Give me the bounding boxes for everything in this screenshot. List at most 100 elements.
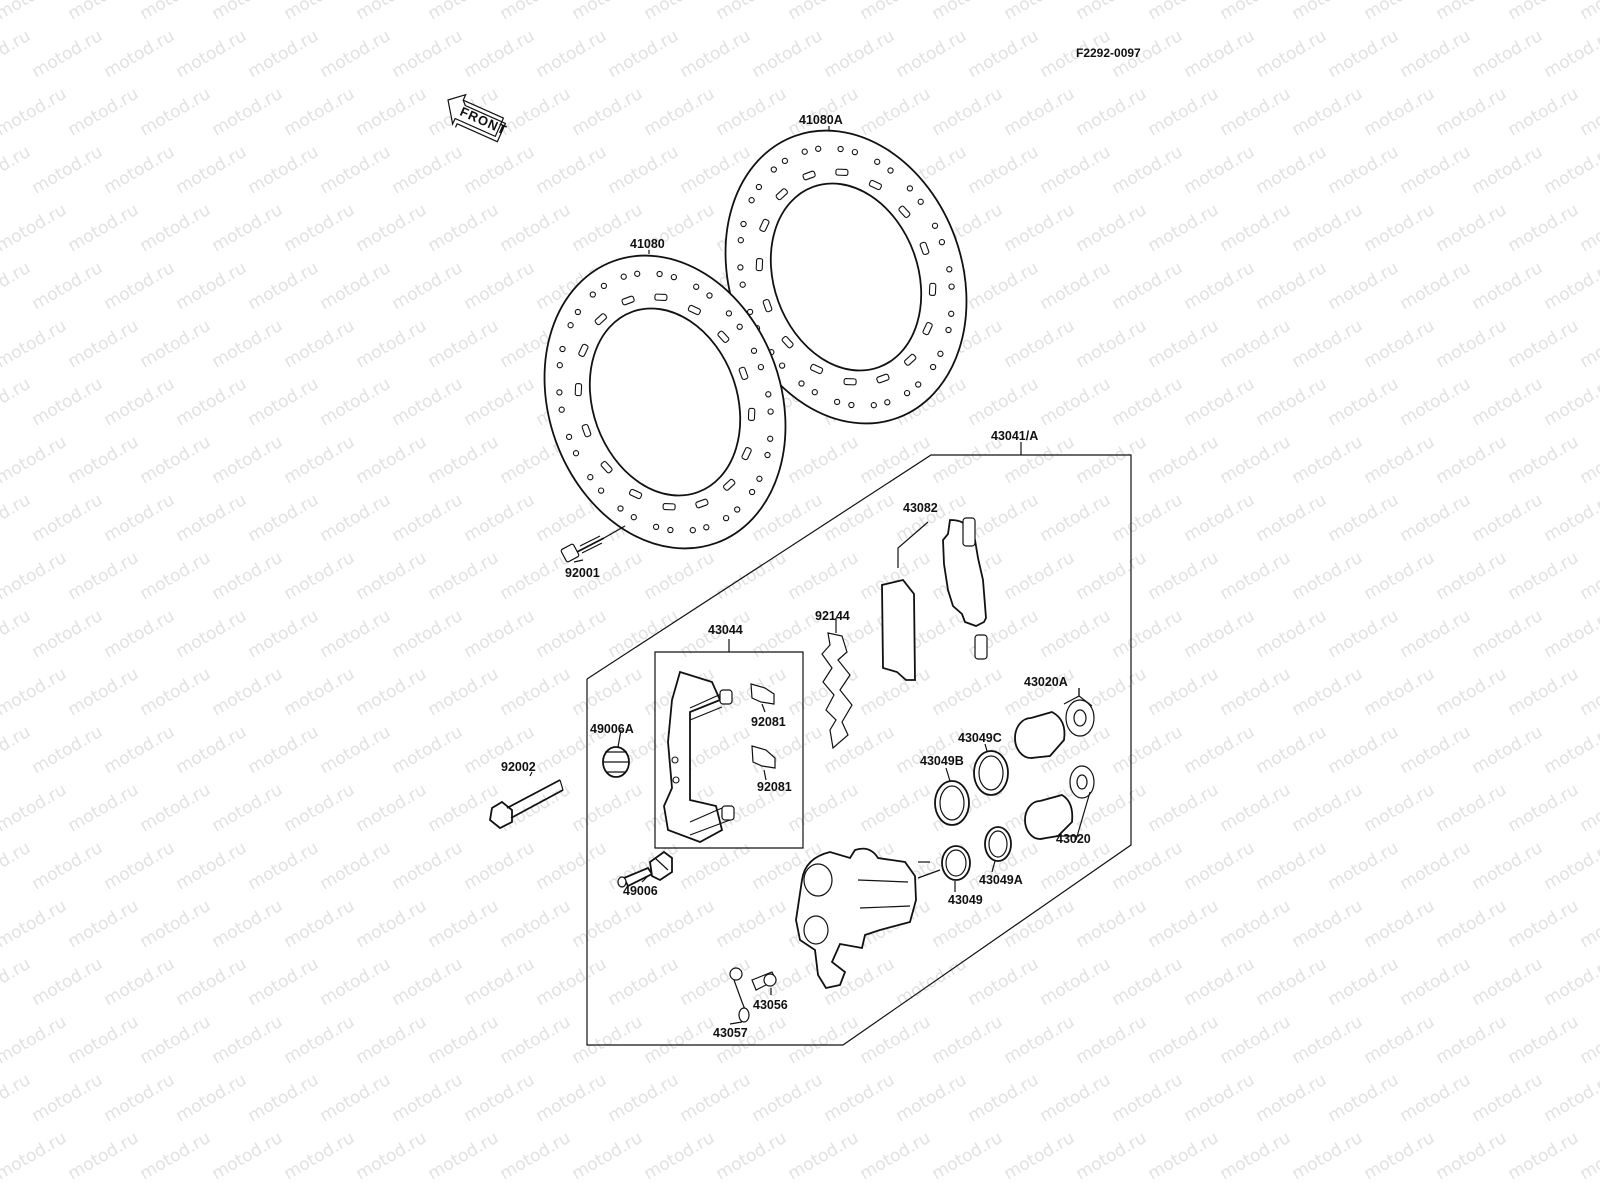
watermark-text: motod.ru — [1253, 722, 1331, 778]
watermark-text: motod.ru — [1145, 316, 1223, 372]
watermark-text: motod.ru — [1109, 1070, 1187, 1126]
watermark-text: motod.ru — [101, 490, 179, 546]
pad-clip-92081-lower — [751, 745, 776, 769]
callout-41080: 41080 — [630, 237, 665, 251]
watermark-text: motod.ru — [1541, 490, 1600, 546]
watermark-text: motod.ru — [1217, 84, 1295, 140]
watermark-text: motod.ru — [461, 258, 539, 314]
watermark-text: motod.ru — [1325, 490, 1403, 546]
watermark-text: motod.ru — [1181, 374, 1259, 430]
watermark-text: motod.ru — [857, 664, 935, 720]
disc-slot — [600, 461, 613, 474]
disc-hole — [556, 389, 563, 396]
watermark-text: motod.ru — [173, 142, 251, 198]
callout-92001: 92001 — [565, 566, 600, 580]
watermark-text: motod.ru — [317, 838, 395, 894]
callout-43020A: 43020A — [1024, 675, 1068, 689]
disc-slot — [654, 293, 668, 302]
watermark-text: motod.ru — [65, 1012, 143, 1068]
disc-hole — [798, 380, 805, 387]
watermark-text: motod.ru — [461, 374, 539, 430]
disc-hole — [948, 310, 955, 317]
watermark-text: motod.ru — [461, 490, 539, 546]
watermark-text: motod.ru — [353, 664, 431, 720]
disc-hole — [565, 433, 573, 441]
watermark-text: motod.ru — [1505, 200, 1583, 256]
disc-hole — [767, 435, 774, 442]
disc-slot — [928, 282, 937, 296]
disc-hole — [689, 527, 696, 534]
watermark-text: motod.ru — [29, 26, 107, 82]
watermark-text: motod.ru — [1541, 1070, 1600, 1126]
watermark-text: motod.ru — [65, 0, 143, 24]
watermark-text: motod.ru — [173, 954, 251, 1010]
watermark-text: motod.ru — [1505, 1012, 1583, 1068]
watermark-text: motod.ru — [461, 606, 539, 662]
disc-hole — [767, 408, 774, 415]
disc-hole — [874, 158, 881, 165]
watermark-text: motod.ru — [1361, 896, 1439, 952]
slide-pin-49006 — [617, 850, 673, 888]
watermark-text: motod.ru — [1577, 316, 1600, 372]
watermark-text: motod.ru — [1469, 606, 1547, 662]
watermark-text: motod.ru — [1505, 1128, 1583, 1184]
disc-slot — [755, 258, 764, 272]
disc-hole — [600, 282, 608, 290]
watermark-text: motod.ru — [281, 200, 359, 256]
callout-92081-upper: 92081 — [751, 715, 786, 729]
watermark-text: motod.ru — [29, 954, 107, 1010]
watermark-text: motod.ru — [0, 896, 70, 952]
watermark-text: motod.ru — [1253, 490, 1331, 546]
watermark-text: motod.ru — [713, 896, 791, 952]
watermark-text: motod.ru — [1181, 142, 1259, 198]
watermark-text: motod.ru — [0, 374, 34, 430]
watermark-text: motod.ru — [605, 954, 683, 1010]
watermark-text: motod.ru — [173, 490, 251, 546]
watermark-text: motod.ru — [1181, 26, 1259, 82]
watermark-text: motod.ru — [1325, 374, 1403, 430]
disc-hole — [945, 326, 952, 334]
disc-hole — [670, 273, 678, 281]
watermark-text: motod.ru — [1325, 258, 1403, 314]
watermark-text: motod.ru — [1469, 142, 1547, 198]
watermark-text: motod.ru — [1397, 838, 1475, 894]
watermark-text: motod.ru — [569, 1012, 647, 1068]
watermark-text: motod.ru — [245, 606, 323, 662]
watermark-text: motod.ru — [641, 548, 719, 604]
watermark-text: motod.ru — [1433, 1128, 1511, 1184]
watermark-text: motod.ru — [1577, 200, 1600, 256]
watermark-text: motod.ru — [1325, 606, 1403, 662]
disc-slot — [741, 447, 752, 461]
disc-slot — [781, 336, 794, 349]
callout-43020: 43020 — [1056, 832, 1091, 846]
watermark-text: motod.ru — [29, 1070, 107, 1126]
watermark-text: motod.ru — [1181, 722, 1259, 778]
watermark-text: motod.ru — [425, 316, 503, 372]
watermark-text: motod.ru — [1469, 374, 1547, 430]
disc-hole — [587, 474, 594, 481]
watermark-text: motod.ru — [1001, 548, 1079, 604]
watermark-text: motod.ru — [1073, 1128, 1151, 1184]
disc-hole — [778, 362, 786, 369]
watermark-text: motod.ru — [1145, 896, 1223, 952]
watermark-text: motod.ru — [101, 954, 179, 1010]
watermark-text: motod.ru — [317, 490, 395, 546]
disc-hole — [634, 270, 641, 277]
disc-slot — [922, 322, 933, 336]
watermark-text: motod.ru — [497, 548, 575, 604]
watermark-text: motod.ru — [29, 258, 107, 314]
disc-slot — [919, 241, 930, 256]
callout-49006A: 49006A — [590, 722, 634, 736]
watermark-text: motod.ru — [1577, 548, 1600, 604]
disc-hole — [915, 381, 922, 388]
watermark-text: motod.ru — [965, 142, 1043, 198]
watermark-text: motod.ru — [857, 1012, 935, 1068]
watermark-text: motod.ru — [1289, 1012, 1367, 1068]
watermark-text: motod.ru — [389, 722, 467, 778]
watermark-text: motod.ru — [29, 606, 107, 662]
watermark-text: motod.ru — [65, 316, 143, 372]
watermark-text: motod.ru — [1469, 722, 1547, 778]
watermark-text: motod.ru — [1217, 200, 1295, 256]
watermark-text: motod.ru — [209, 316, 287, 372]
